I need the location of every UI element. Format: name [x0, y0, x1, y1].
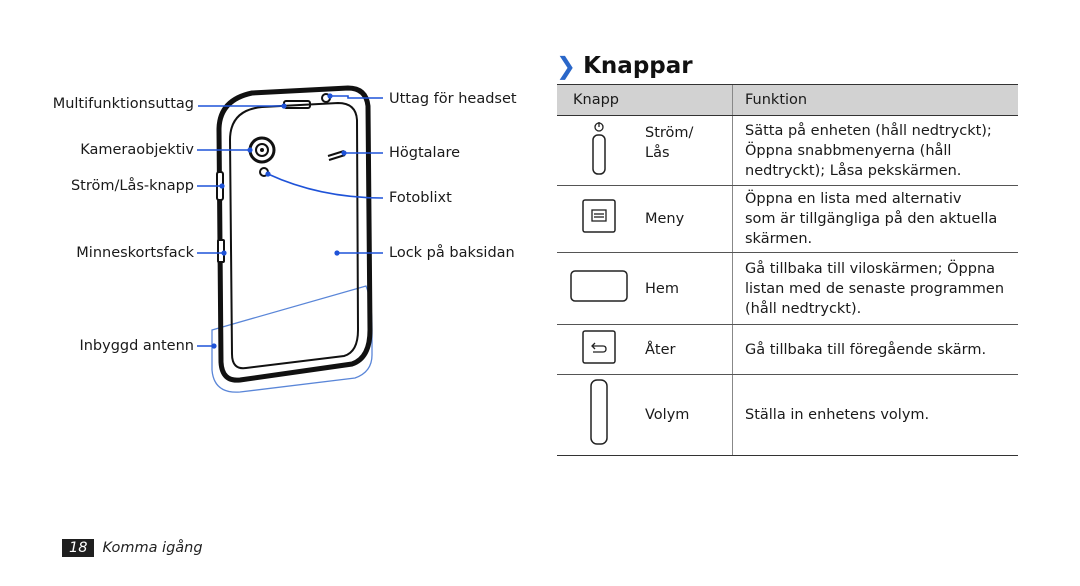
key-function: Sätta på enheten (håll nedtryckt); Öppna…	[732, 115, 1018, 186]
key-function: Öppna en lista med alternativ som är til…	[732, 185, 1018, 253]
table-row: Volym Ställa in enhetens volym.	[557, 374, 1018, 456]
device-illustration	[197, 85, 384, 393]
back-key-icon	[582, 329, 616, 364]
chapter-title: Komma igång	[102, 540, 203, 556]
table-row: Åter Gå tillbaka till föregående skärm.	[557, 324, 1018, 375]
label-multifunction-jack: Multifunktionsuttag	[52, 96, 194, 112]
table-row: Hem Gå tillbaka till viloskärmen; Öppna …	[557, 252, 1018, 325]
label-back-cover: Lock på baksidan	[389, 245, 515, 261]
label-memory-card-slot: Minneskortsfack	[76, 245, 194, 261]
key-function: Ställa in enhetens volym.	[732, 374, 1018, 456]
key-function: Gå tillbaka till föregående skärm.	[732, 324, 1018, 375]
label-camera-lens: Kameraobjektiv	[80, 142, 194, 158]
key-function: Gå tillbaka till viloskärmen; Öppna list…	[732, 252, 1018, 325]
section-title: Knappar	[583, 53, 693, 79]
page-number: 18	[62, 539, 95, 557]
table-row: Meny Öppna en lista med alternativ som ä…	[557, 185, 1018, 253]
device-back-diagram: Multifunktionsuttag Kameraobjektiv Ström…	[52, 85, 517, 393]
section-heading: ❯ Knappar	[556, 52, 693, 80]
device-body	[216, 85, 373, 383]
label-headset-jack: Uttag för headset	[389, 91, 517, 107]
antenna-area-outline	[211, 285, 373, 393]
chevron-right-icon: ❯	[556, 52, 576, 80]
power-key-icon	[592, 121, 606, 175]
home-key-icon	[570, 269, 628, 302]
callout-lines	[197, 95, 384, 347]
column-header-function: Funktion	[732, 84, 1018, 116]
key-name: Hem	[641, 252, 733, 325]
callout-dots	[211, 93, 347, 349]
key-name: Meny	[641, 185, 733, 253]
key-name: Volym	[641, 374, 733, 456]
speaker-grille	[327, 150, 346, 161]
key-name: Ström/ Lås	[641, 115, 733, 186]
label-flash: Fotoblixt	[389, 190, 452, 206]
volume-key-icon	[590, 379, 608, 445]
column-header-key: Knapp	[557, 84, 733, 116]
table-row: Ström/ Lås Sätta på enheten (håll nedtry…	[557, 115, 1018, 186]
back-cover-panel	[228, 101, 360, 370]
label-power-lock-key: Ström/Lås-knapp	[70, 178, 194, 194]
page-footer: 18 Komma igång	[62, 539, 203, 557]
key-name: Åter	[641, 324, 733, 375]
label-internal-antenna: Inbyggd antenn	[79, 338, 194, 354]
buttons-table: Knapp Funktion Ström/ Lås Sätta på enhet…	[557, 84, 1018, 456]
menu-key-icon	[582, 199, 616, 233]
label-speaker: Högtalare	[389, 145, 461, 161]
